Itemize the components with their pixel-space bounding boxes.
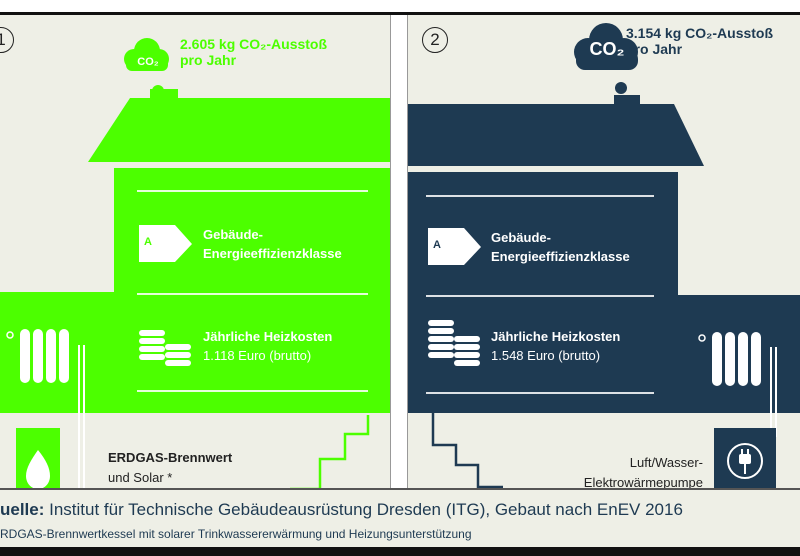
system-line: und Solar * xyxy=(108,470,173,485)
system-line: Luft/Wasser- xyxy=(629,455,703,470)
co2-cloud-label: CO₂ xyxy=(137,56,159,68)
heating-cost-label: Jährliche Heizkosten xyxy=(491,329,621,344)
source-label: uelle: xyxy=(0,500,45,519)
plug-icon xyxy=(727,443,763,479)
coins-icon xyxy=(428,320,480,366)
efficiency-class: A xyxy=(144,236,152,248)
divider xyxy=(137,390,368,392)
divider xyxy=(137,190,368,192)
divider xyxy=(137,293,368,295)
heating-cost-label: Jährliche Heizkosten xyxy=(203,329,333,344)
energy-label-icon xyxy=(139,225,192,262)
radiator-icon xyxy=(698,332,761,386)
footer: uelle: Institut für Technische Gebäudeau… xyxy=(0,490,800,547)
divider xyxy=(426,195,654,197)
co2-cloud-icon xyxy=(124,38,169,97)
efficiency-label-line: Gebäude- xyxy=(491,230,551,245)
source-text: Institut für Technische Gebäudeausrüstun… xyxy=(44,500,683,519)
efficiency-label: Gebäude- Energieeffizienzklasse xyxy=(491,228,630,266)
co2-amount: 2.605 kg CO₂-Ausstoß xyxy=(180,36,328,52)
heating-system-label: ERDGAS-Brennwert und Solar * xyxy=(108,448,232,488)
co2-cloud-icon xyxy=(574,23,638,94)
panel-number: 2 xyxy=(422,27,448,53)
heating-cost: Jährliche Heizkosten 1.118 Euro (brutto) xyxy=(203,327,332,365)
heating-cost-value: 1.118 Euro (brutto) xyxy=(203,348,312,363)
panel-bottom-line xyxy=(0,488,800,490)
efficiency-label-line: Gebäude- xyxy=(203,227,263,242)
house-shape xyxy=(0,89,390,489)
heating-system-label: Luft/Wasser- Elektrowärmepumpe xyxy=(584,453,703,489)
coins-icon xyxy=(139,330,191,366)
bottom-border xyxy=(0,547,800,556)
divider xyxy=(426,295,654,297)
heating-system-tile xyxy=(714,428,776,489)
pipe xyxy=(775,347,777,437)
system-line: ERDGAS-Brennwert xyxy=(108,450,233,465)
source-line: uelle: Institut für Technische Gebäudeau… xyxy=(0,500,683,520)
co2-period: pro Jahr xyxy=(626,41,683,57)
pipe xyxy=(83,345,85,489)
pipe xyxy=(770,347,772,437)
co2-period: pro Jahr xyxy=(180,52,237,68)
efficiency-label-line: Energieeffizienzklasse xyxy=(203,246,342,261)
efficiency-label: Gebäude- Energieeffizienzklasse xyxy=(203,225,342,263)
radiator-icon xyxy=(6,329,69,383)
co2-amount: 3.154 kg CO₂-Ausstoß xyxy=(626,25,774,41)
heating-cost-value: 1.548 Euro (brutto) xyxy=(491,348,601,363)
footnote: RDGAS-Brennwertkessel mit solarer Trinkw… xyxy=(0,527,472,541)
co2-cloud-label: CO₂ xyxy=(589,39,625,59)
pipe xyxy=(78,345,80,489)
heating-cost: Jährliche Heizkosten 1.548 Euro (brutto) xyxy=(491,327,620,365)
energy-label-icon xyxy=(428,228,481,265)
heating-system-tile xyxy=(16,428,60,489)
divider xyxy=(426,392,654,394)
flame-icon xyxy=(26,450,50,489)
top-border xyxy=(0,12,800,15)
system-line: Elektrowärmepumpe xyxy=(583,475,703,489)
efficiency-class: A xyxy=(433,239,441,251)
efficiency-label-line: Energieeffizienzklasse xyxy=(491,249,630,264)
